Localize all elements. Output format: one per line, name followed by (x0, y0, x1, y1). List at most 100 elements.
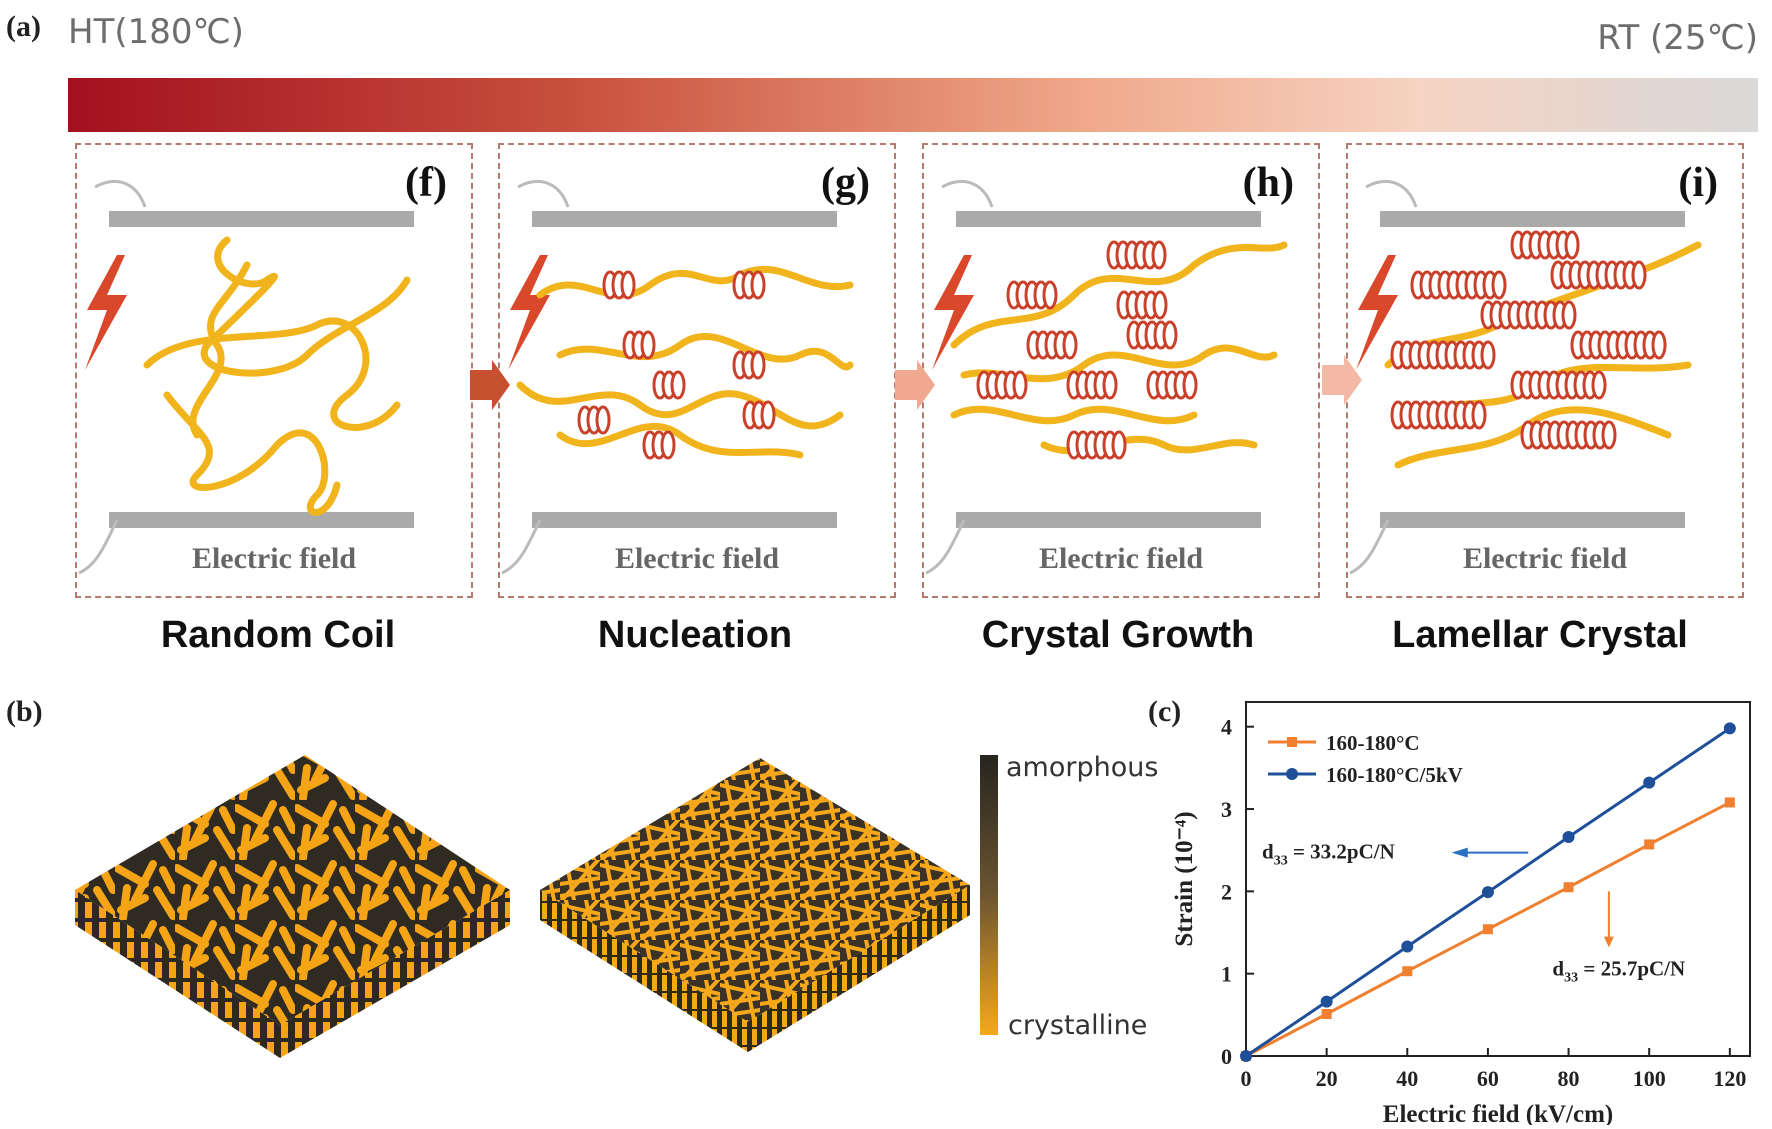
arrow-icon (895, 360, 935, 410)
electric-field-label: Electric field (1038, 542, 1204, 575)
room-temperature-label: RT (25℃) (1597, 18, 1758, 58)
panel-label-b: (b) (6, 695, 43, 728)
data-point (1644, 839, 1655, 850)
helix-coil-icon (750, 270, 766, 300)
polymer-chain-illustration (501, 180, 854, 575)
panel-label-c: (c) (1148, 695, 1182, 728)
legend-label: 160-180°C (1326, 731, 1420, 755)
helix-coil-icon (1631, 260, 1647, 290)
arrow-icon (470, 360, 510, 410)
data-point (1321, 1009, 1332, 1020)
helix-coil-icon (750, 350, 766, 380)
lightning-bolt-icon (85, 255, 127, 370)
microstructure-block-right (540, 758, 970, 1052)
helix-coil-icon (1480, 340, 1496, 370)
helix-coil-icon (1651, 330, 1667, 360)
data-point (1643, 776, 1656, 789)
top-electrode-plate (109, 211, 414, 227)
legend-label: 160-180°C/5kV (1326, 763, 1463, 787)
lightning-bolt-icon (1356, 255, 1398, 370)
data-point (1724, 797, 1735, 808)
helix-coil-icon (1102, 370, 1118, 400)
annotation-arrow-head (1603, 936, 1614, 948)
top-electrode-plate (532, 211, 837, 227)
helix-coil-icon (640, 330, 656, 360)
helix-coil-icon (1471, 400, 1487, 430)
helix-coil-icon (1182, 370, 1198, 400)
stage-name: Crystal Growth (981, 614, 1255, 656)
stage-letter: (g) (821, 160, 870, 206)
electric-field-label: Electric field (191, 542, 357, 575)
helix-coil-icon (1012, 370, 1028, 400)
helix-coil-icon (670, 370, 686, 400)
helix-coil-icon (595, 405, 611, 435)
colorbar-bottom-label: crystalline (1008, 1010, 1148, 1041)
x-tick-label: 80 (1558, 1066, 1580, 1091)
plot-frame (1245, 701, 1751, 1057)
top-electrode-plate (956, 211, 1261, 227)
x-tick-label: 60 (1477, 1066, 1499, 1091)
temperature-gradient-bar (68, 78, 1758, 132)
helix-coil-icon (1152, 290, 1168, 320)
data-point (1481, 886, 1494, 899)
bottom-electrode-plate (1380, 512, 1685, 528)
helix-coil-icon (1162, 320, 1178, 350)
helix-coil-icon (1062, 330, 1078, 360)
y-axis-label: Strain (10⁻⁴) (1171, 811, 1198, 946)
stage-transition-arrows (470, 355, 1362, 410)
x-tick-label: 100 (1633, 1066, 1666, 1091)
x-tick-label: 40 (1396, 1066, 1418, 1091)
stage-letter: (f) (405, 160, 447, 206)
helix-coil-icon (1564, 230, 1580, 260)
y-tick-label: 2 (1221, 879, 1232, 904)
microstructure-block-left (75, 755, 510, 1058)
y-tick-label: 1 (1221, 962, 1232, 987)
data-point (1562, 831, 1575, 844)
polymer-chain-illustration (1349, 180, 1702, 575)
helix-coil-icon (1561, 300, 1577, 330)
bottom-electrode-plate (109, 512, 414, 528)
y-tick-label: 3 (1221, 797, 1232, 822)
helix-coil-icon (1042, 280, 1058, 310)
colorbar-top-label: amorphous (1006, 752, 1159, 783)
crystallinity-colorbar (980, 755, 998, 1035)
top-electrode-plate (1380, 211, 1685, 227)
stage-name: Lamellar Crystal (1392, 614, 1688, 656)
annotation-arrow-head (1451, 847, 1468, 858)
helix-coil-icon (1111, 430, 1127, 460)
data-point (1320, 995, 1333, 1008)
y-tick-label: 0 (1221, 1044, 1232, 1069)
stage-letter: (i) (1678, 160, 1718, 206)
data-point (1482, 924, 1493, 935)
legend-marker (1287, 737, 1297, 747)
stage-name: Nucleation (597, 614, 793, 656)
data-point (1563, 882, 1574, 893)
legend-marker (1286, 768, 1298, 780)
stage-name: Random Coil (160, 614, 396, 656)
bottom-electrode-plate (532, 512, 837, 528)
electric-field-label: Electric field (1462, 542, 1628, 575)
lightning-bolt-icon (932, 255, 974, 370)
stage-letter: (h) (1242, 160, 1294, 206)
polymer-chain-illustration (925, 180, 1288, 575)
x-tick-label: 0 (1241, 1066, 1252, 1091)
panel-label-a: (a) (6, 10, 41, 43)
arrow-icon (1322, 355, 1362, 405)
helix-coil-icon (1491, 270, 1507, 300)
polymer-chain-illustration (78, 180, 411, 575)
helix-coil-icon (760, 400, 776, 430)
data-point (1723, 722, 1736, 735)
slope-annotation-high: d33 = 33.2pC/N (1262, 839, 1395, 868)
data-point (1240, 1050, 1252, 1062)
helix-coil-icon (620, 270, 636, 300)
high-temperature-label: HT(180℃) (68, 12, 244, 52)
y-tick-label: 4 (1221, 715, 1232, 740)
helix-coil-icon (1591, 370, 1607, 400)
stage-panel: (i) Electric field (1346, 143, 1744, 598)
data-point (1402, 966, 1413, 977)
helix-coil-icon (1601, 420, 1617, 450)
data-point (1401, 940, 1414, 953)
bottom-electrode-plate (956, 512, 1261, 528)
x-axis-label: Electric field (kV/cm) (1383, 1101, 1613, 1125)
